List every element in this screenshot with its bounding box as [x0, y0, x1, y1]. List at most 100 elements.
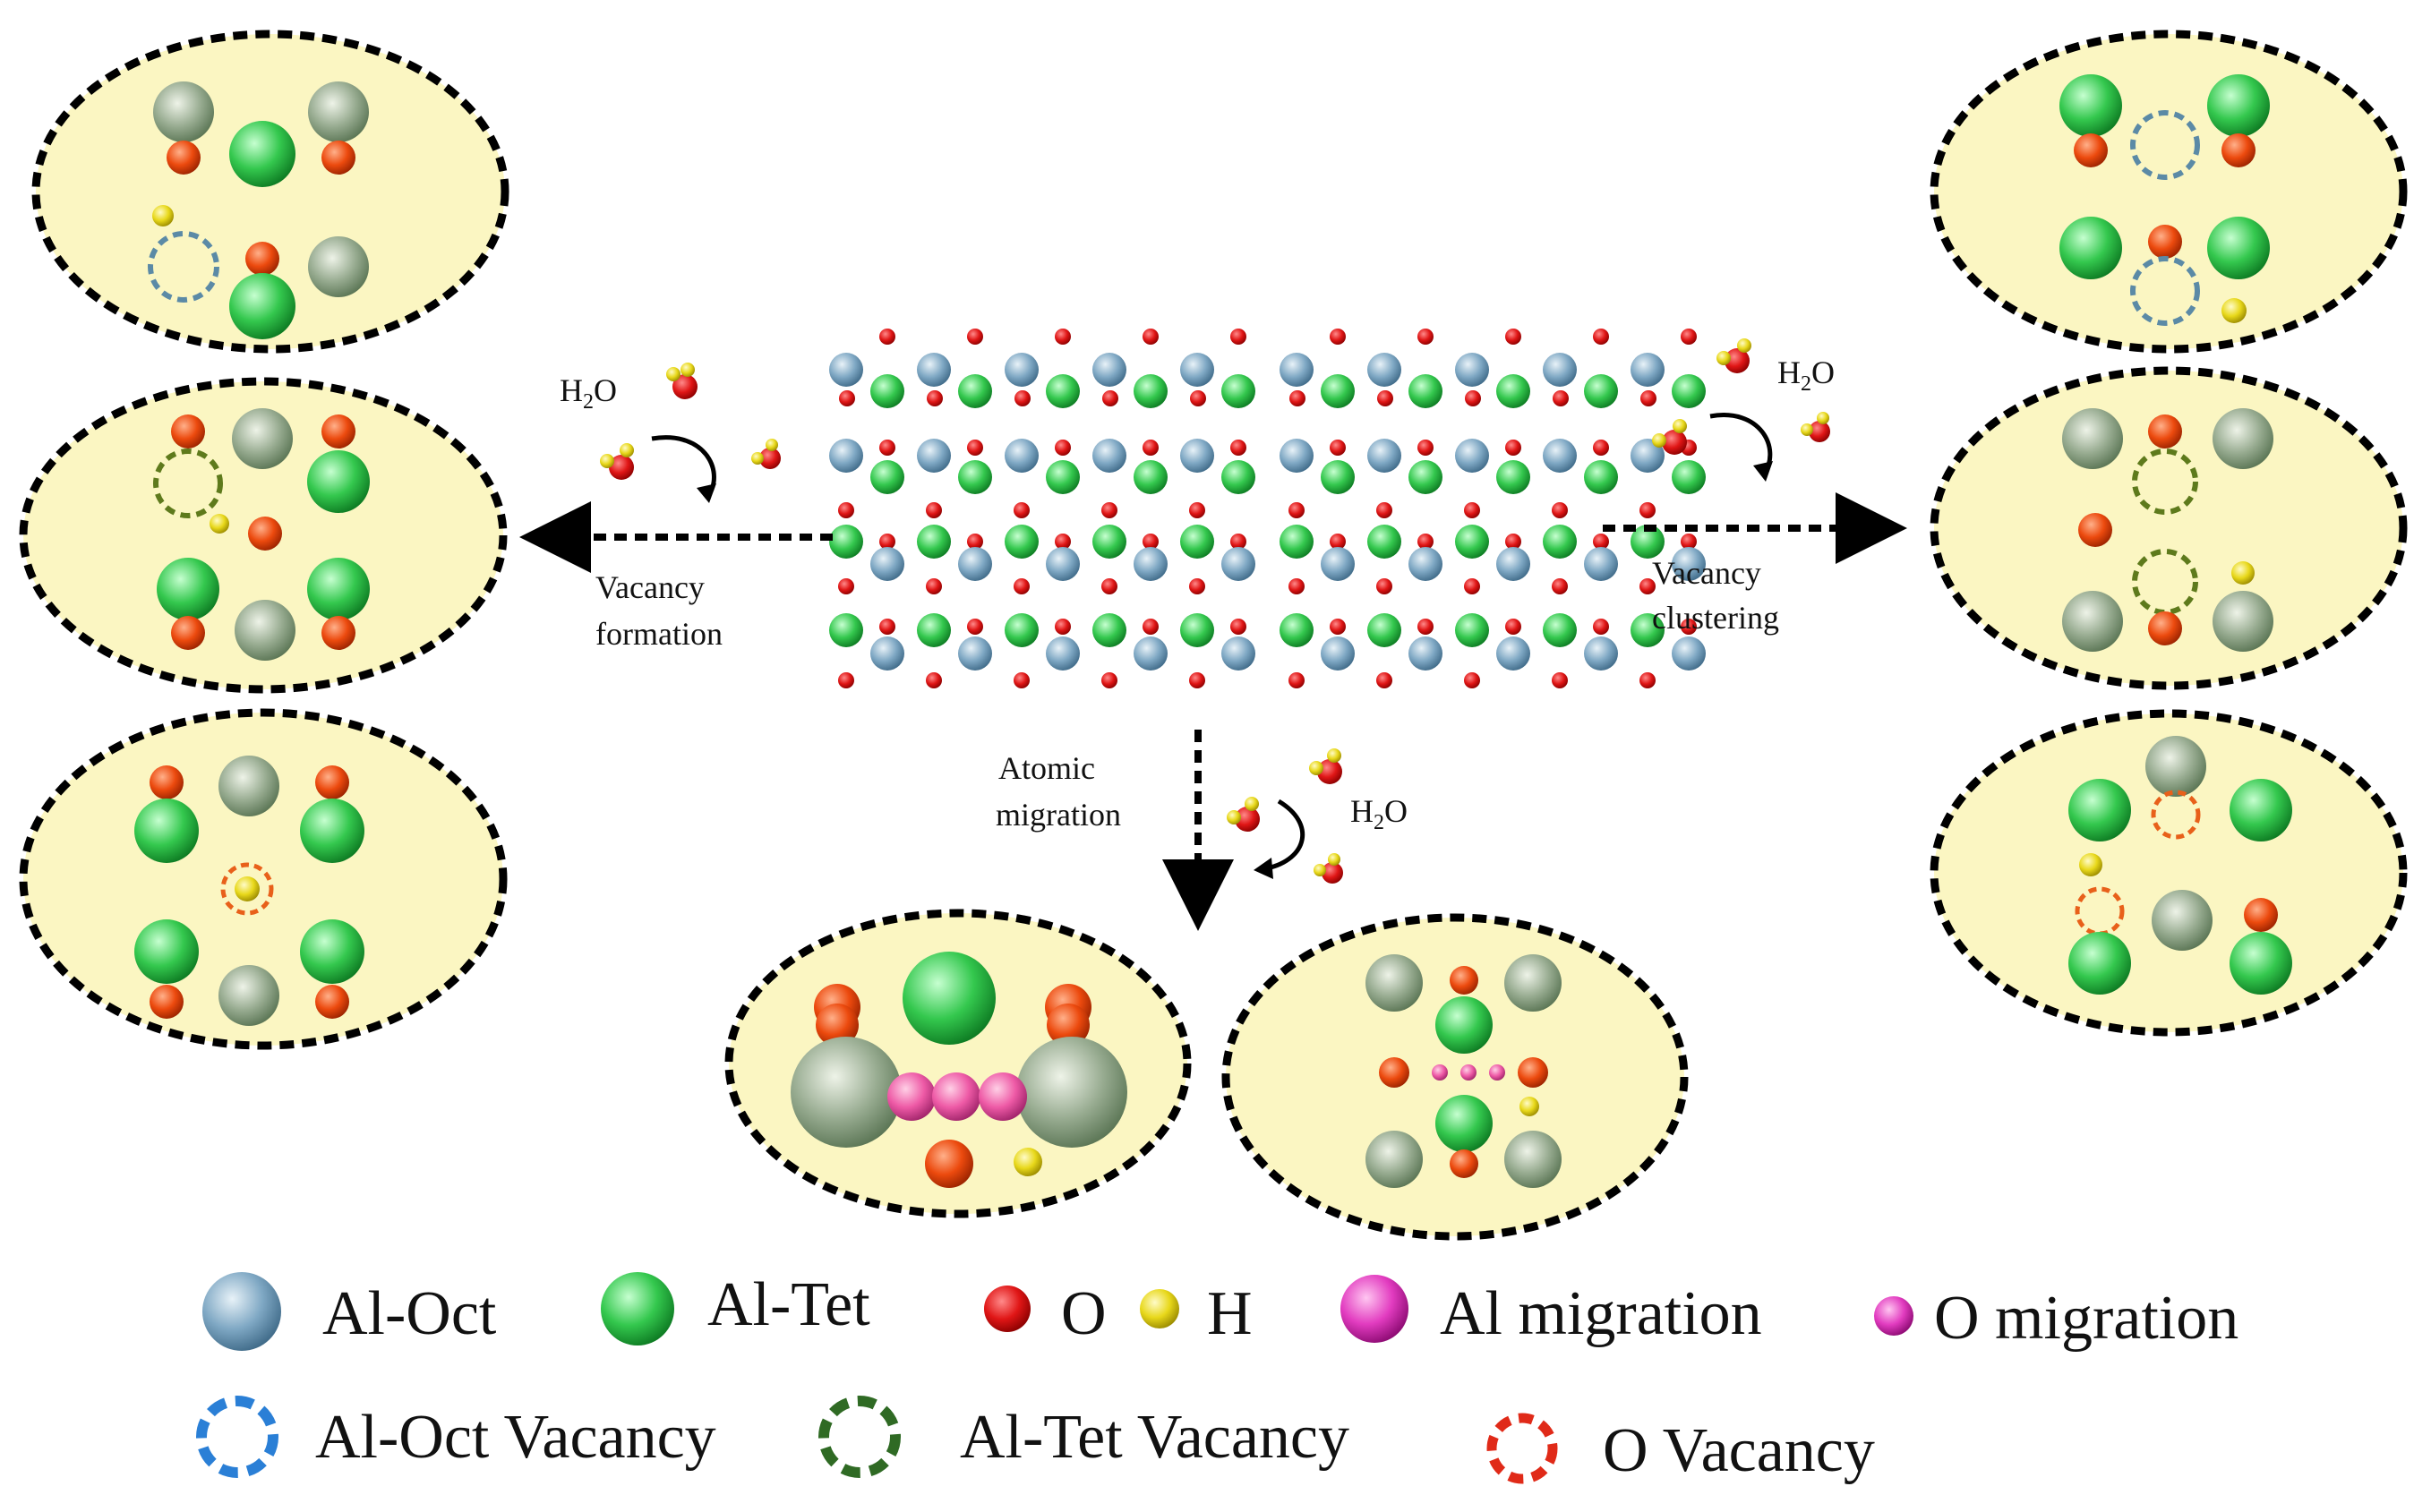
al-tet-atom [2068, 932, 2131, 995]
water-h [1652, 433, 1666, 448]
lattice-o-atom [1288, 672, 1305, 688]
panel-bottom-right [1221, 913, 1689, 1241]
lattice-o-atom [1330, 534, 1346, 550]
lattice-al-tet-atom [870, 460, 904, 494]
al-oct-atom [791, 1037, 902, 1148]
lattice-al-oct-atom [1092, 353, 1126, 387]
lattice-o-atom [967, 619, 983, 635]
legend-o-swatch [984, 1286, 1031, 1332]
lattice-al-oct-atom [1543, 353, 1577, 387]
lattice-o-atom [1230, 329, 1246, 345]
al-oct-atom [235, 600, 295, 661]
water-h [666, 367, 681, 381]
al-oct-atom [218, 756, 279, 816]
o-atom [248, 517, 282, 551]
o-atom [245, 242, 279, 276]
water-o [1235, 807, 1260, 832]
lattice-o-atom [1377, 390, 1393, 406]
lattice-al-tet-atom [1496, 460, 1530, 494]
lattice-o-atom [1101, 502, 1117, 518]
water-h [1673, 419, 1687, 433]
al-oct-atom [218, 965, 279, 1026]
water-o [759, 448, 781, 469]
vacancy-clustering-panels [1930, 30, 2408, 1037]
lattice-al-oct-atom [1672, 636, 1706, 671]
lattice-al-tet-atom [1455, 525, 1489, 559]
al-oct-atom [2213, 408, 2273, 469]
o-atom [2148, 225, 2182, 259]
o-atom [2221, 133, 2256, 167]
curved-arrow-bottom [1266, 799, 1305, 871]
al-tet-atom [300, 919, 364, 984]
al-oct-atom [1504, 1131, 1562, 1188]
lattice-o-atom [926, 672, 942, 688]
lattice-o-atom [1417, 440, 1434, 456]
lattice-al-tet-atom [829, 525, 863, 559]
lattice-al-oct-atom [1631, 439, 1665, 473]
lattice-al-oct-atom [1134, 547, 1168, 581]
lattice-al-tet-atom [958, 374, 992, 408]
al-oct-vacancy [2130, 110, 2200, 180]
lattice-al-oct-atom [1092, 439, 1126, 473]
al-oct-atom [1504, 954, 1562, 1012]
o-migration-atom [1489, 1064, 1505, 1081]
o-atom [2148, 414, 2182, 448]
lattice-al-oct-atom [1584, 636, 1618, 671]
water-o [1322, 862, 1343, 884]
h-atom [2079, 853, 2102, 876]
legend-al-oct-vacancy-swatch [196, 1396, 278, 1478]
lattice-o-atom [1681, 329, 1697, 345]
lattice-al-oct-atom [1280, 439, 1314, 473]
lattice-al-tet-atom [1496, 374, 1530, 408]
legend-o-migration-swatch [1874, 1296, 1913, 1336]
lattice-al-oct-atom [1134, 636, 1168, 671]
lattice-o-atom [839, 390, 855, 406]
legend-al-migration-swatch [1340, 1275, 1408, 1343]
al-oct-atom [2152, 890, 2213, 951]
lattice-al-tet-atom [1367, 525, 1401, 559]
legend-o-migration-label: O migration [1934, 1284, 2238, 1353]
water-molecules [600, 338, 1830, 884]
al-oct-atom [232, 408, 293, 469]
o-atom [167, 141, 201, 175]
al-oct-atom [1365, 954, 1423, 1012]
lattice-al-oct-atom [1455, 353, 1489, 387]
lattice-al-oct-atom [1584, 547, 1618, 581]
lattice-o-atom [1143, 440, 1159, 456]
o-atom [816, 1004, 859, 1046]
process-labels: H2O H2O H2O Vacancy formation Vacancy cl… [560, 355, 1835, 834]
lattice-al-tet-atom [1672, 460, 1706, 494]
lattice-o-atom [1189, 672, 1205, 688]
lattice-o-atom [1553, 390, 1569, 406]
lattice-al-oct-atom [1496, 636, 1530, 671]
o-vacancy [2151, 790, 2201, 840]
lattice-o-atom [1593, 619, 1609, 635]
lattice-o-atom [1190, 390, 1206, 406]
o-atom [321, 616, 355, 650]
al-oct-atom [1365, 1131, 1423, 1188]
lattice-o-atom [1101, 672, 1117, 688]
lattice-o-atom [1464, 578, 1480, 594]
lattice-o-atom [967, 329, 983, 345]
al-tet-atom [229, 121, 295, 187]
legend-h-label: H [1207, 1279, 1253, 1348]
lattice-al-tet-atom [1543, 525, 1577, 559]
al-tet-atom [300, 799, 364, 863]
o-vacancy [2075, 886, 2125, 936]
h-atom [1519, 1097, 1539, 1116]
water-o [1725, 348, 1750, 373]
lattice-o-atom [838, 502, 854, 518]
al-tet-atom [307, 450, 370, 513]
panel-right-1 [1930, 30, 2408, 354]
water-h [751, 452, 764, 465]
lattice-al-oct-atom [1408, 547, 1442, 581]
al-tet-atom [2207, 74, 2270, 137]
lattice-o-atom [1143, 534, 1159, 550]
lattice-al-tet-atom [1280, 613, 1314, 647]
lattice-o-atom [1288, 578, 1305, 594]
legend: Al-Oct Al-Tet O H Al migration O migrati… [196, 1270, 2238, 1485]
water-h [1801, 423, 1813, 436]
lattice-al-oct-atom [1046, 547, 1080, 581]
lattice-al-tet-atom [1046, 460, 1080, 494]
